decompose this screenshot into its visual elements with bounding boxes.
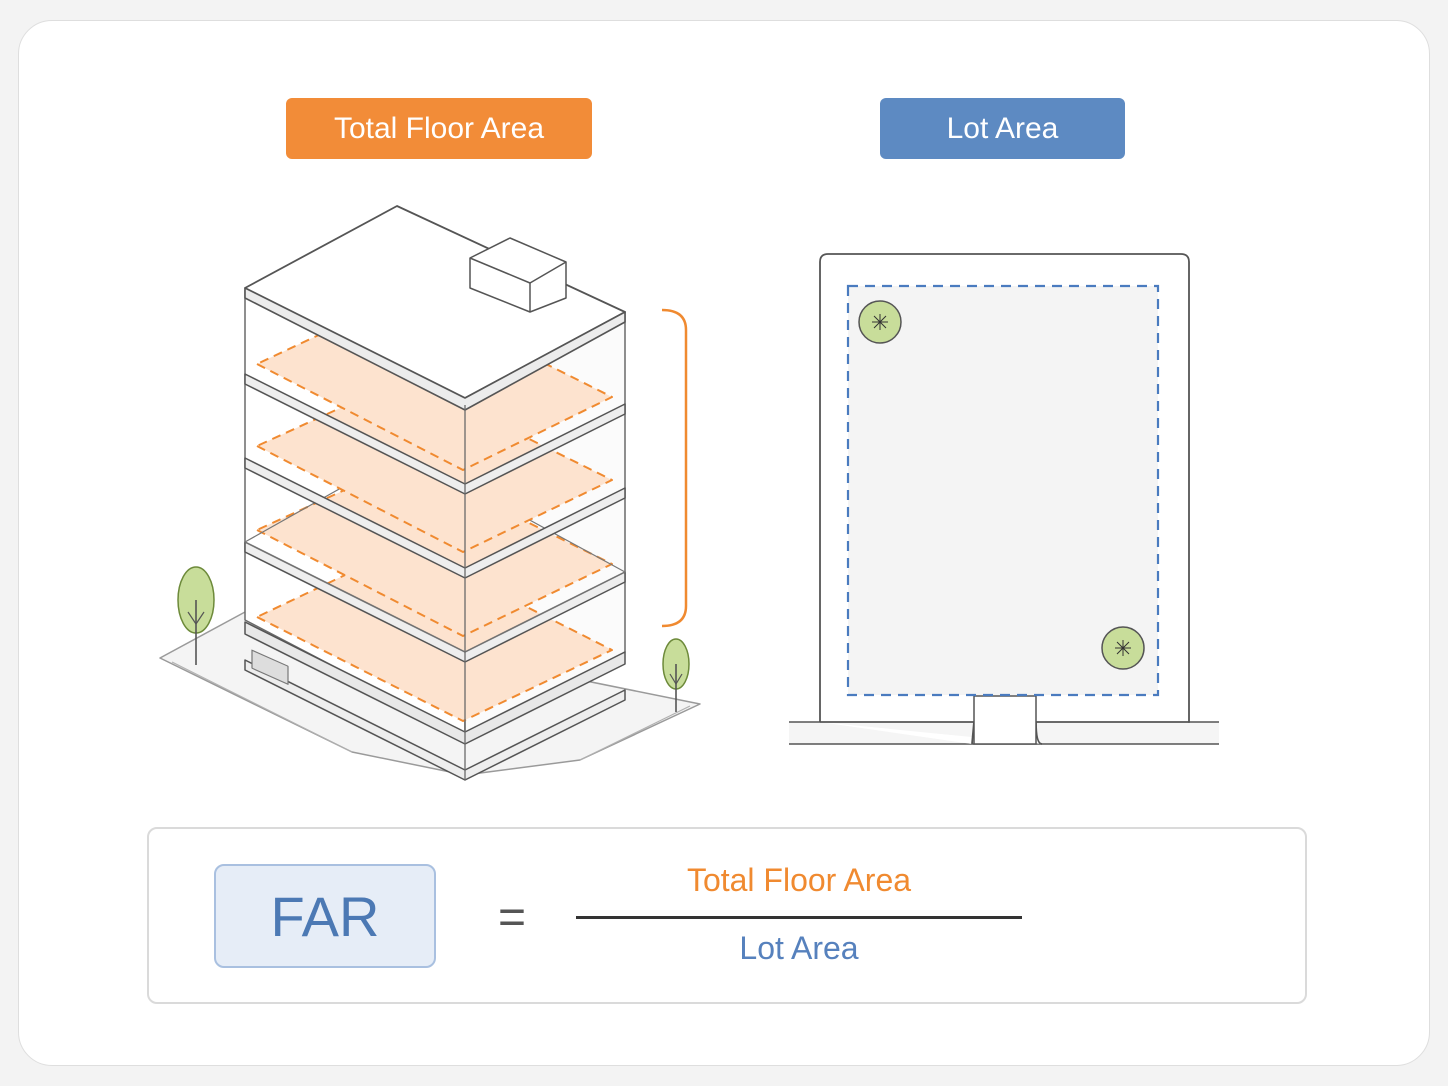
equals-sign: =: [497, 890, 527, 944]
tree-icon: [858, 300, 902, 344]
tree-icon: [1101, 626, 1145, 670]
tree-icon: [177, 566, 215, 665]
lot-plan-icon: [789, 253, 1219, 745]
formula-denominator: Lot Area: [739, 930, 859, 966]
total-floor-area-label: Total Floor Area: [286, 98, 592, 159]
roof: [244, 205, 626, 411]
tree-icon: [662, 638, 690, 712]
formula-numerator: Total Floor Area: [686, 862, 912, 898]
building-icon: [159, 205, 701, 781]
far-term: FAR: [214, 864, 436, 968]
fraction-bar: [576, 916, 1022, 919]
height-bracket: [661, 308, 688, 628]
lot-area-label: Lot Area: [880, 98, 1125, 159]
